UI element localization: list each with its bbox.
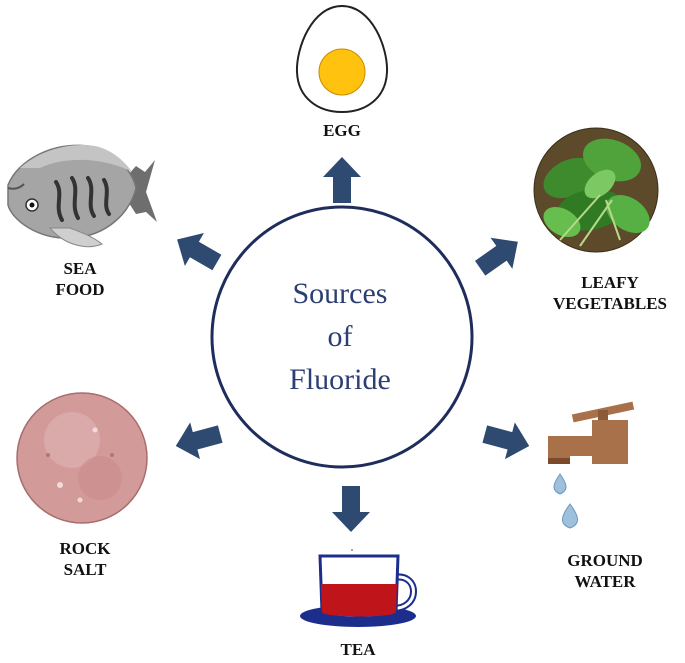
label-sea-food: SEA FOOD <box>30 258 130 300</box>
water-tap-icon <box>548 401 635 529</box>
egg-icon <box>295 4 389 114</box>
label-rock-salt-line-1: ROCK <box>59 539 111 558</box>
label-egg: EGG <box>302 120 382 141</box>
center-circle <box>210 205 474 469</box>
arrow-to-tea <box>332 486 370 532</box>
arrow-to-ground-water <box>482 422 530 460</box>
arrow-to-egg <box>323 157 361 203</box>
center-title-line-3: Fluoride <box>289 363 391 396</box>
leafy-vegetables-icon <box>533 127 659 253</box>
label-ground-water-line-2: WATER <box>574 572 636 591</box>
label-rock-salt-line-2: SALT <box>63 560 107 579</box>
center-title-line-2: of <box>327 320 353 353</box>
label-sea-food-line-2: FOOD <box>55 280 105 299</box>
center-title: Sources of Fluoride <box>240 272 440 401</box>
label-egg-text: EGG <box>323 121 361 140</box>
arrow-to-leafy-vegetables <box>474 237 518 276</box>
label-ground-water: GROUND WATER <box>540 550 670 592</box>
label-tea-text: TEA <box>340 640 376 659</box>
label-tea: TEA <box>318 639 398 660</box>
label-leafy-vegetables-line-1: LEAFY <box>581 273 639 292</box>
label-leafy-vegetables: LEAFY VEGETABLES <box>540 272 680 314</box>
tea-cup-icon <box>300 549 417 627</box>
center-title-line-1: Sources <box>292 277 388 310</box>
label-sea-food-line-1: SEA <box>63 259 97 278</box>
arrow-to-rock-salt <box>175 422 223 460</box>
rock-salt-icon <box>16 392 148 524</box>
fish-icon <box>7 144 157 248</box>
arrow-to-sea-food <box>177 233 222 271</box>
label-rock-salt: ROCK SALT <box>35 538 135 580</box>
label-ground-water-line-1: GROUND <box>567 551 643 570</box>
label-leafy-vegetables-line-2: VEGETABLES <box>552 294 667 313</box>
